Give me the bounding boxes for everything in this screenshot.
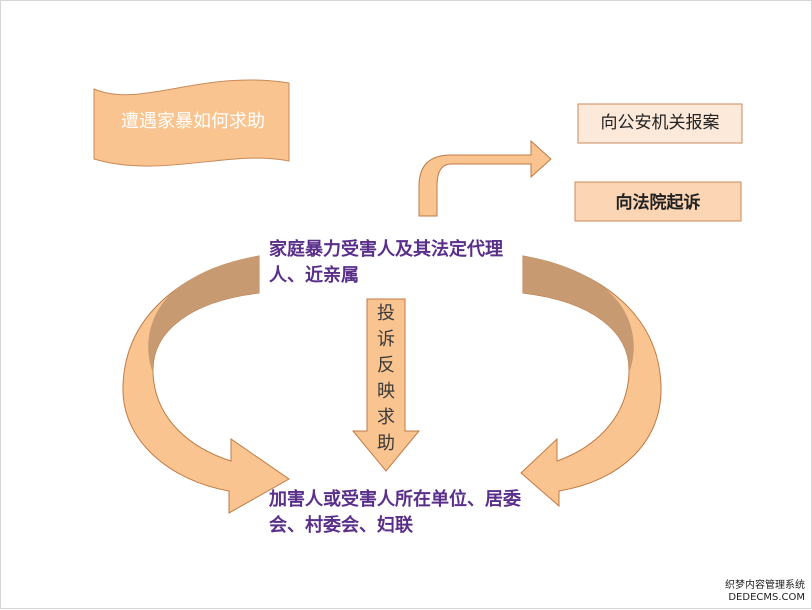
police-report-label: 向公安机关报案	[600, 113, 720, 133]
down-arrow-char: 助	[377, 433, 395, 454]
victims-node-text: 家庭暴力受害人及其法定代理人、近亲属	[269, 239, 503, 286]
units-node-text: 加害人或受害人所在单位、居委会、村委会、妇联	[269, 489, 521, 536]
down-arrow-char: 投	[377, 303, 395, 324]
bent-up-arrow	[418, 139, 552, 217]
down-arrow-char: 求	[377, 407, 395, 428]
down-arrow-char: 反	[377, 355, 395, 376]
title-label: 遭遇家暴如何求助	[121, 111, 265, 132]
right-curved-arrow-shadow	[523, 256, 634, 373]
left-curved-arrow-shadow	[148, 256, 259, 373]
police-report-box	[577, 103, 743, 144]
down-arrow-label: 投 诉 反 映 求 助	[374, 301, 398, 457]
court-box	[574, 181, 742, 222]
down-arrow-char: 诉	[377, 329, 395, 350]
watermark: 织梦内容管理系统 DEDECMS.COM	[725, 580, 805, 604]
court-label: 向法院起诉	[615, 193, 701, 213]
watermark-line2: DEDECMS.COM	[728, 592, 805, 603]
title-banner-shape	[93, 79, 290, 167]
down-arrow	[351, 298, 421, 472]
watermark-line1: 织梦内容管理系统	[725, 580, 805, 591]
down-arrow-char: 映	[377, 381, 395, 402]
